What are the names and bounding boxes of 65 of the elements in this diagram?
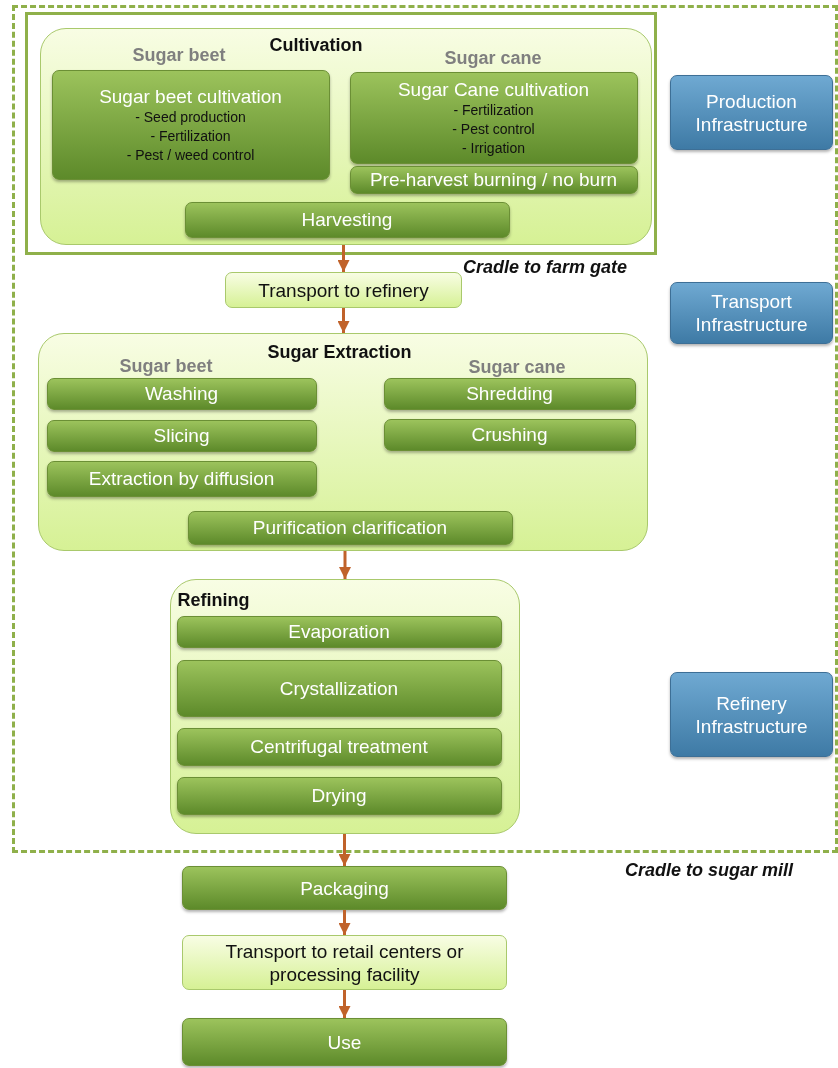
column-heading: Sugar beet — [119, 355, 213, 377]
step-label: Production Infrastructure — [694, 89, 809, 136]
process-box — [349, 71, 638, 164]
process-box — [187, 510, 513, 545]
list-item: - Fertilization — [150, 126, 231, 146]
step-label: Evaporation — [288, 620, 390, 643]
infrastructure-box — [670, 282, 833, 344]
step-label: Pre-harvest burning / no burn — [369, 168, 618, 191]
boundary-label: Cradle to farm gate — [463, 257, 628, 278]
process-box — [51, 69, 330, 180]
arrow — [338, 910, 351, 935]
step-label: Transport Infrastructure — [694, 290, 809, 336]
step-label: Crystallization — [279, 676, 399, 700]
step-label: Drying — [311, 784, 367, 807]
process-box — [176, 776, 502, 815]
process-box — [184, 201, 510, 238]
step-label: Centrifugal treatment — [250, 735, 428, 758]
infrastructure-box — [670, 75, 833, 150]
step-label: Packaging — [300, 876, 389, 900]
process-box — [383, 418, 636, 451]
step-label: Extraction by diffusion — [88, 467, 275, 490]
step-label: Use — [327, 1030, 362, 1054]
process-box — [182, 935, 507, 990]
arrow — [337, 245, 350, 272]
arrow — [338, 990, 351, 1018]
step-label: Transport to refinery — [258, 278, 429, 302]
step-label: Washing — [144, 382, 219, 405]
step-label: Sugar Cane cultivation — [397, 77, 590, 101]
process-box — [46, 460, 317, 497]
step-label: Shredding — [466, 382, 553, 405]
process-box — [46, 377, 317, 410]
column-heading: Sugar cane — [468, 356, 566, 378]
step-label: Sugar beet cultivation — [99, 84, 282, 108]
infrastructure-box — [670, 672, 833, 757]
process-box — [349, 165, 638, 194]
arrow — [338, 834, 351, 866]
arrow — [339, 551, 351, 579]
arrow — [337, 308, 350, 333]
process-box — [46, 419, 317, 452]
list-item: - Pest control — [452, 119, 535, 139]
list-item: - Seed production — [135, 107, 246, 127]
column-heading: Sugar beet — [132, 44, 226, 66]
process-box — [383, 377, 636, 410]
process-box — [225, 272, 462, 308]
process-box — [182, 866, 507, 910]
boundary-label: Cradle to sugar mill — [625, 860, 794, 881]
step-label: Refinery Infrastructure — [694, 691, 809, 738]
process-box — [176, 615, 502, 648]
stage-panel — [38, 333, 648, 551]
stage-heading: Refining — [177, 589, 250, 611]
process-box — [176, 659, 502, 717]
step-label: Purification clarification — [252, 516, 448, 539]
stage-panel — [170, 579, 520, 834]
stage-heading: Cultivation — [269, 34, 363, 56]
list-item: - Irrigation — [462, 138, 525, 158]
step-label: Transport to retail centers or processing facility — [224, 939, 465, 986]
column-heading: Sugar cane — [444, 47, 542, 69]
list-item: - Pest / weed control — [126, 145, 255, 165]
stage-heading: Sugar Extraction — [267, 341, 412, 363]
step-label: Crushing — [471, 423, 548, 446]
process-box — [182, 1018, 507, 1066]
step-label: Slicing — [153, 424, 210, 447]
list-item: - Fertilization — [453, 100, 534, 120]
process-box — [176, 727, 502, 766]
step-label: Harvesting — [301, 208, 393, 231]
